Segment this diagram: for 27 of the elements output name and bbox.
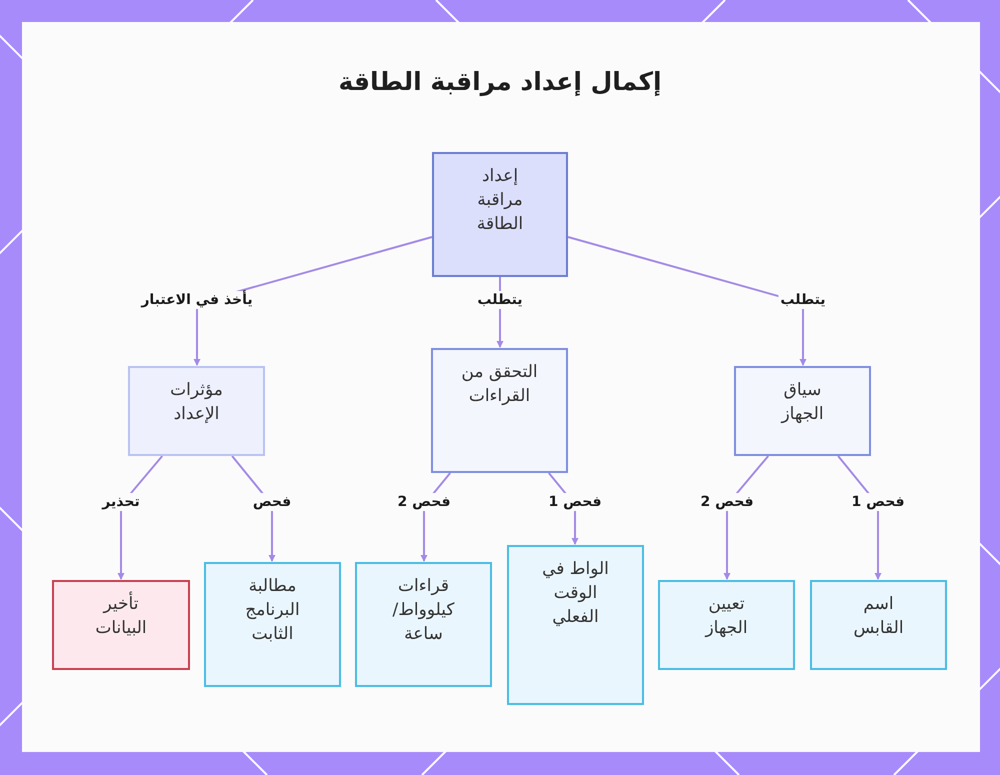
- process-box: [431, 348, 568, 473]
- edge-label: فحص 2: [396, 493, 452, 511]
- edge-label: يأخذ في الاعتبار: [139, 291, 255, 309]
- node-label: مؤثرات الإعداد: [169, 379, 224, 426]
- node-label: تأخير البيانات: [76, 592, 166, 640]
- node-label: قراءات كيلوواط/ ساعة: [391, 575, 456, 646]
- node-label: إعداد مراقبة الطاقة: [476, 165, 524, 236]
- warning-box: [52, 580, 190, 670]
- node-label: اسم القابس: [852, 593, 905, 640]
- node-label: مطالبة البرنامج الثابت: [244, 575, 301, 646]
- process-box: [204, 562, 341, 687]
- node-label: سياق الجهاز: [780, 379, 825, 426]
- process-box: [355, 562, 492, 687]
- process-box: [128, 366, 265, 456]
- connector-arrow: [568, 236, 806, 366]
- diagram-title: إكمال إعداد مراقبة الطاقة: [338, 66, 662, 98]
- edge-label: فحص 2: [698, 493, 756, 511]
- process-box: [507, 545, 644, 705]
- node-label: الواط في الوقت الفعلي: [541, 558, 610, 629]
- process-box: [734, 366, 871, 456]
- edge-label: فحص: [250, 493, 294, 511]
- edge-label: تحذير: [100, 493, 142, 511]
- process-box: [810, 580, 947, 670]
- root-box: [432, 152, 568, 277]
- node-label: تعيين الجهاز: [704, 593, 749, 640]
- node-label: التحقق من القراءات: [460, 361, 539, 408]
- process-box: [658, 580, 795, 670]
